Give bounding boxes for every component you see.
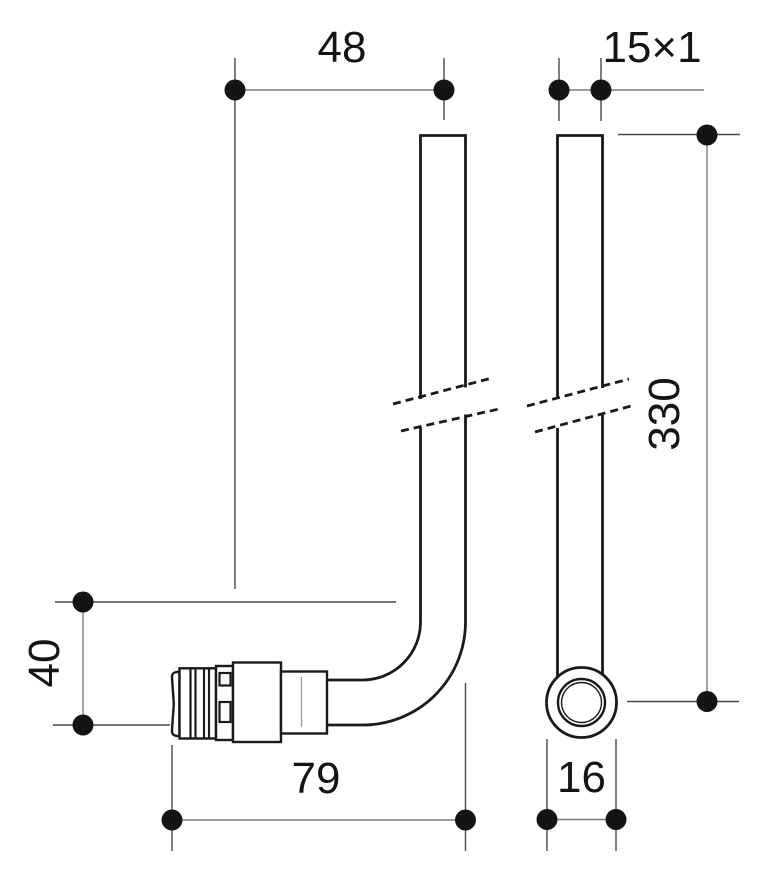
dimension-marker (696, 124, 718, 146)
dimension-top-width: 48 (224, 23, 455, 589)
dimension-marker (536, 809, 558, 830)
dimension-marker (161, 809, 183, 831)
sleeve-window-mid (218, 700, 232, 724)
elbow-pipe-outer-edge (327, 414, 467, 727)
fitting-body (231, 661, 283, 744)
pipe-break-marks (392, 376, 632, 434)
dimension-value-15x1: 15×1 (602, 23, 701, 72)
straight-pipe-outline (556, 134, 604, 398)
dimension-marker (696, 691, 718, 712)
dimension-marker (224, 79, 246, 101)
elbow-side-view (170, 134, 467, 744)
dimension-marker (72, 714, 94, 736)
dimension-marker (72, 591, 94, 613)
sleeve-window-top (218, 671, 232, 687)
dimension-value-48: 48 (318, 23, 367, 72)
break-mark-right-upper (526, 377, 630, 408)
sleeve-outer-circle (545, 666, 618, 739)
sleeve-end-view (545, 666, 618, 739)
press-fitting (170, 661, 329, 744)
elbow-pipe-inner-edge (327, 427, 422, 682)
dimension-marker (590, 79, 612, 101)
dimension-value-40: 40 (20, 639, 69, 688)
dimension-value-330: 330 (640, 377, 689, 450)
dimension-pipe-size: 15×1 (548, 23, 704, 121)
dimension-value-79: 79 (292, 754, 341, 803)
dimension-marker (433, 79, 455, 101)
dimension-elbow-height: 40 (20, 591, 396, 736)
dimension-fitting-diameter: 16 (536, 739, 627, 851)
fitting-nose (170, 670, 181, 738)
dimension-value-16: 16 (557, 753, 606, 802)
dimension-marker (605, 809, 627, 830)
fitting-tail (279, 670, 329, 735)
break-mark-right-lower (534, 404, 632, 434)
fitting-barrel (178, 667, 218, 740)
fitting-barrel-ribs (189, 668, 211, 739)
break-mark-left-lower (400, 407, 500, 433)
dimension-pipe-length: 330 (618, 124, 740, 712)
pipe-side-view (545, 134, 618, 739)
dimension-bottom-width: 79 (161, 683, 476, 851)
dimension-marker (455, 809, 476, 831)
break-mark-left-upper (392, 376, 493, 406)
dimension-marker (548, 79, 570, 101)
elbow-pipe-outline (419, 134, 467, 399)
pipe-outer-circle (556, 677, 607, 728)
pipe-inner-circle (560, 681, 603, 724)
